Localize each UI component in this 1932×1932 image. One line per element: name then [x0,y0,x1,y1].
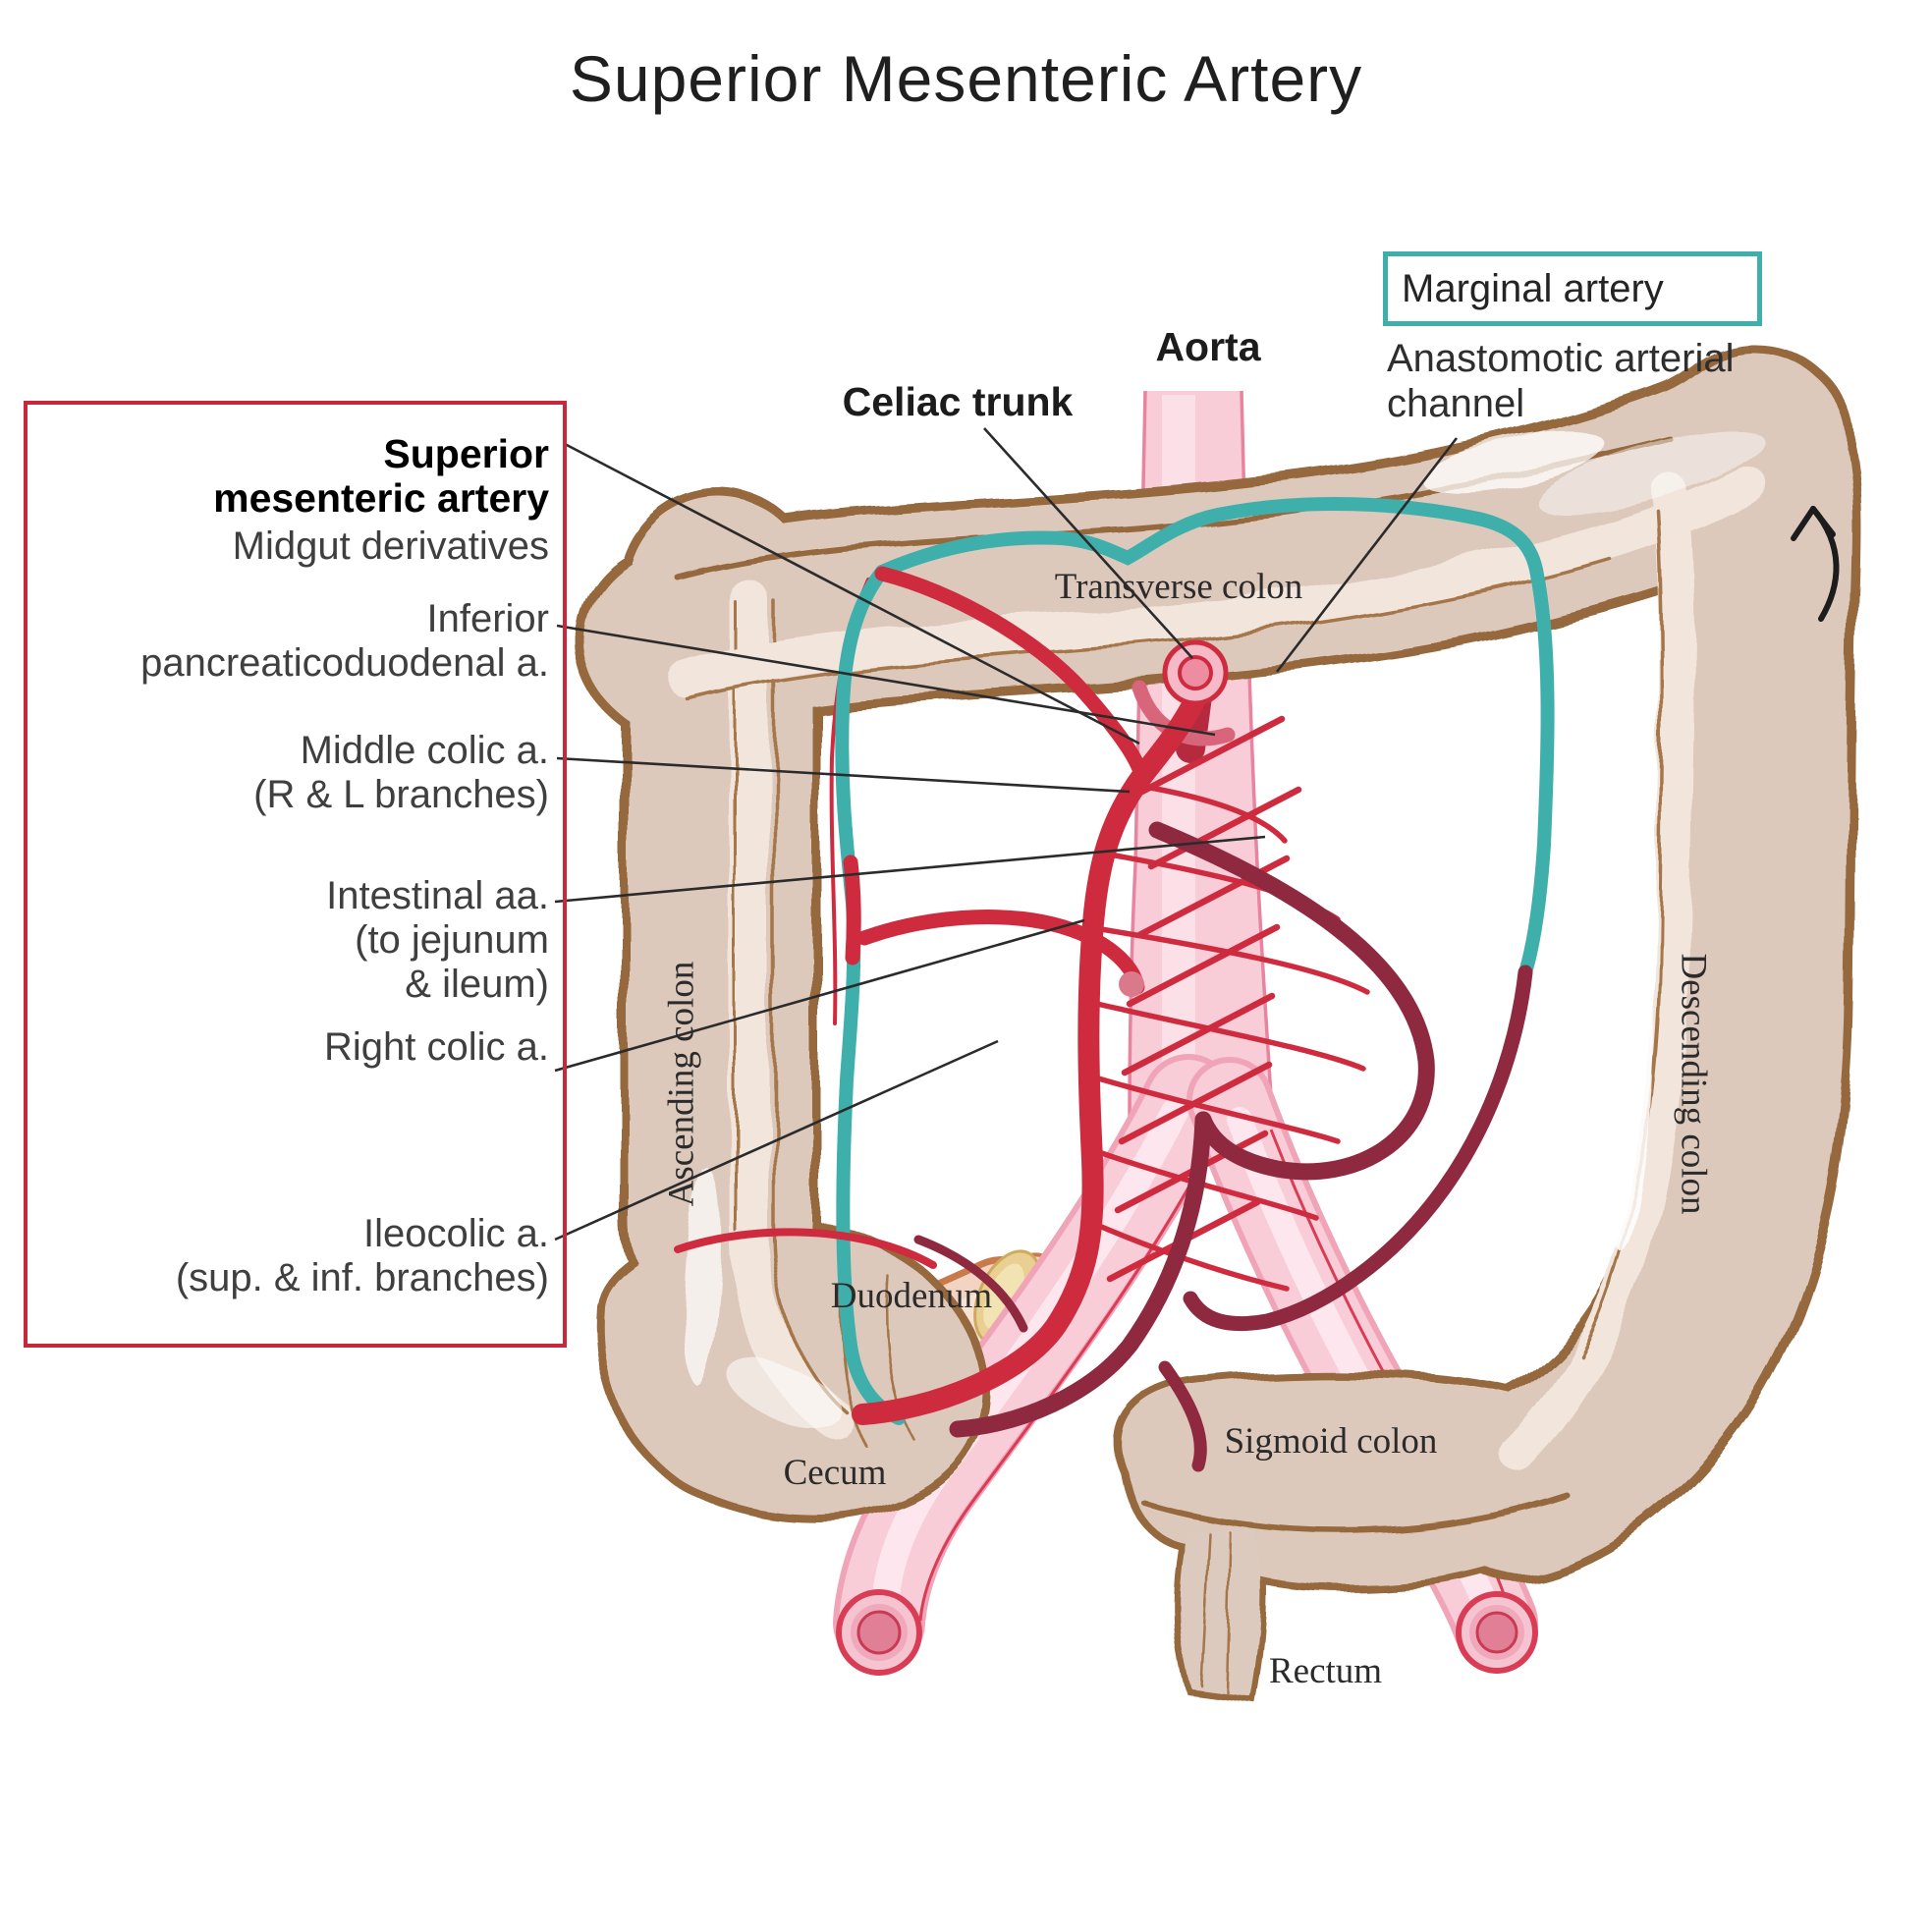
label-transverse-colon: Transverse colon [1054,567,1303,607]
leader-inferior-pancreaticoduodenal [556,624,1216,737]
label-rectum: Rectum [1269,1651,1383,1691]
middle-colic-artery [874,566,1150,786]
legend-intestinal: Intestinal aa. (to jejunum & ileum) [326,874,549,1006]
label-marginal-artery: Marginal artery [1402,267,1664,310]
legend-right-colic: Right colic a. [324,1025,549,1069]
page-title: Superior Mesenteric Artery [569,42,1363,115]
ileocolic-cecal-branch [674,1228,937,1269]
label-duodenum: Duodenum [830,1276,993,1316]
label-cecum: Cecum [783,1453,887,1493]
leader-intestinal [554,835,1266,904]
label-aorta: Aorta [1155,324,1261,369]
label-descending-colon: Descending colon [1673,953,1714,1215]
leader-middle-colic [556,756,1131,794]
marginal-artery-box: Marginal artery [1383,251,1762,326]
sma-trunk [852,690,1205,1425]
legend-inferior-pancreaticoduodenal: Inferior pancreaticoduodenal a. [140,597,549,685]
intestine-cut-ring-left [836,1589,922,1676]
sma-branches-legend-box: Superior mesenteric artery Midgut deriva… [24,401,567,1348]
label-celiac-trunk: Celiac trunk [842,379,1074,424]
label-sigmoid-colon: Sigmoid colon [1224,1421,1438,1462]
right-colic-artery [856,910,1145,995]
legend-sma: Superior mesenteric artery [213,431,549,521]
intestine-cut-ring-right [1456,1591,1538,1674]
leader-lines [554,427,1459,1242]
label-anastomotic-channel: Anastomotic arterial channel [1387,337,1735,425]
leader-marginal-artery [1275,437,1459,673]
legend-middle-colic: Middle colic a. (R & L branches) [253,729,549,816]
curved-up-arrow-icon [1791,506,1840,622]
leader-ileocolic [554,1039,999,1242]
leader-celiac-trunk [983,427,1193,659]
legend-midgut: Midgut derivatives [232,524,549,568]
leader-sma [564,442,1140,745]
leader-right-colic [554,918,1085,1073]
celiac-trunk-rings [1162,639,1229,706]
legend-ileocolic: Ileocolic a. (sup. & inf. branches) [175,1212,549,1299]
ileal-sigmoid-vessels [913,821,1533,1472]
label-ascending-colon: Ascending colon [661,961,702,1207]
